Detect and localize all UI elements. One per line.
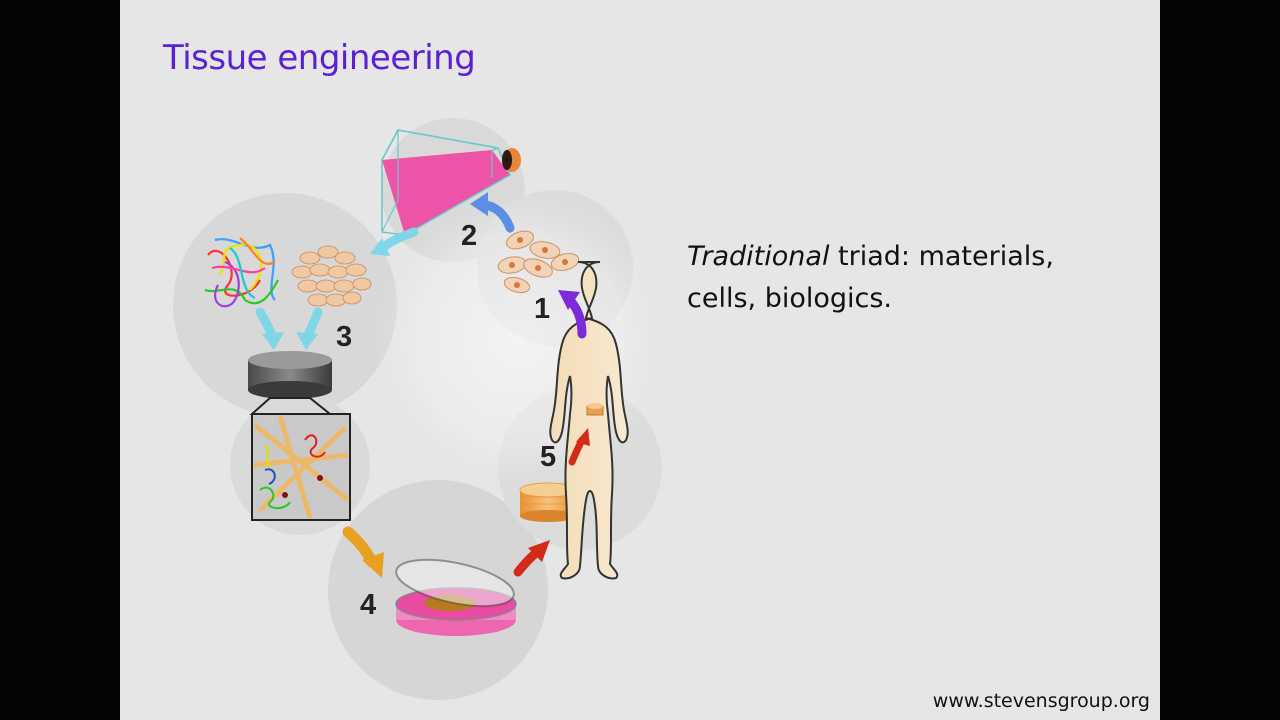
step-3-arrow-right bbox=[296, 307, 323, 350]
step-label-1: 1 bbox=[534, 293, 550, 325]
bullet-body: triad: materials, cells, biologics. bbox=[687, 241, 1054, 314]
footer-url: www.stevensgroup.org bbox=[932, 690, 1150, 712]
bullet-text: Traditional triad: materials, cells, bio… bbox=[687, 236, 1127, 320]
bullet-emphasis: Traditional bbox=[687, 241, 830, 272]
step-label-2: 2 bbox=[461, 220, 477, 252]
step-label-3: 3 bbox=[336, 321, 352, 353]
petri-dish-icon bbox=[395, 558, 517, 636]
step-2-arrow bbox=[470, 192, 515, 233]
fibers-icon bbox=[204, 237, 279, 308]
tissue-construct-icon bbox=[519, 482, 577, 522]
step-1-arrow bbox=[558, 290, 587, 339]
culture-flask-icon bbox=[381, 129, 521, 236]
step-4-arrow bbox=[342, 526, 384, 578]
tissue-engineering-cycle-diagram: 1 2 3 4 5 bbox=[173, 118, 670, 700]
cell-cluster-icon bbox=[291, 245, 372, 307]
human-figure-icon bbox=[549, 261, 629, 580]
step-5-arrow-bottom bbox=[513, 540, 550, 577]
scaffold-cylinder-icon bbox=[248, 351, 333, 415]
cells-icon bbox=[497, 230, 580, 294]
slide-title: Tissue engineering bbox=[163, 38, 476, 78]
slide: Tissue engineering bbox=[120, 0, 1160, 720]
step-label-4: 4 bbox=[360, 589, 376, 621]
step-label-5: 5 bbox=[540, 441, 556, 473]
step-3-arrow-left bbox=[255, 307, 284, 350]
scaffold-cube-icon bbox=[251, 413, 351, 521]
step-5-arrow-top bbox=[568, 428, 590, 466]
step-3-arrow-top bbox=[370, 227, 419, 256]
